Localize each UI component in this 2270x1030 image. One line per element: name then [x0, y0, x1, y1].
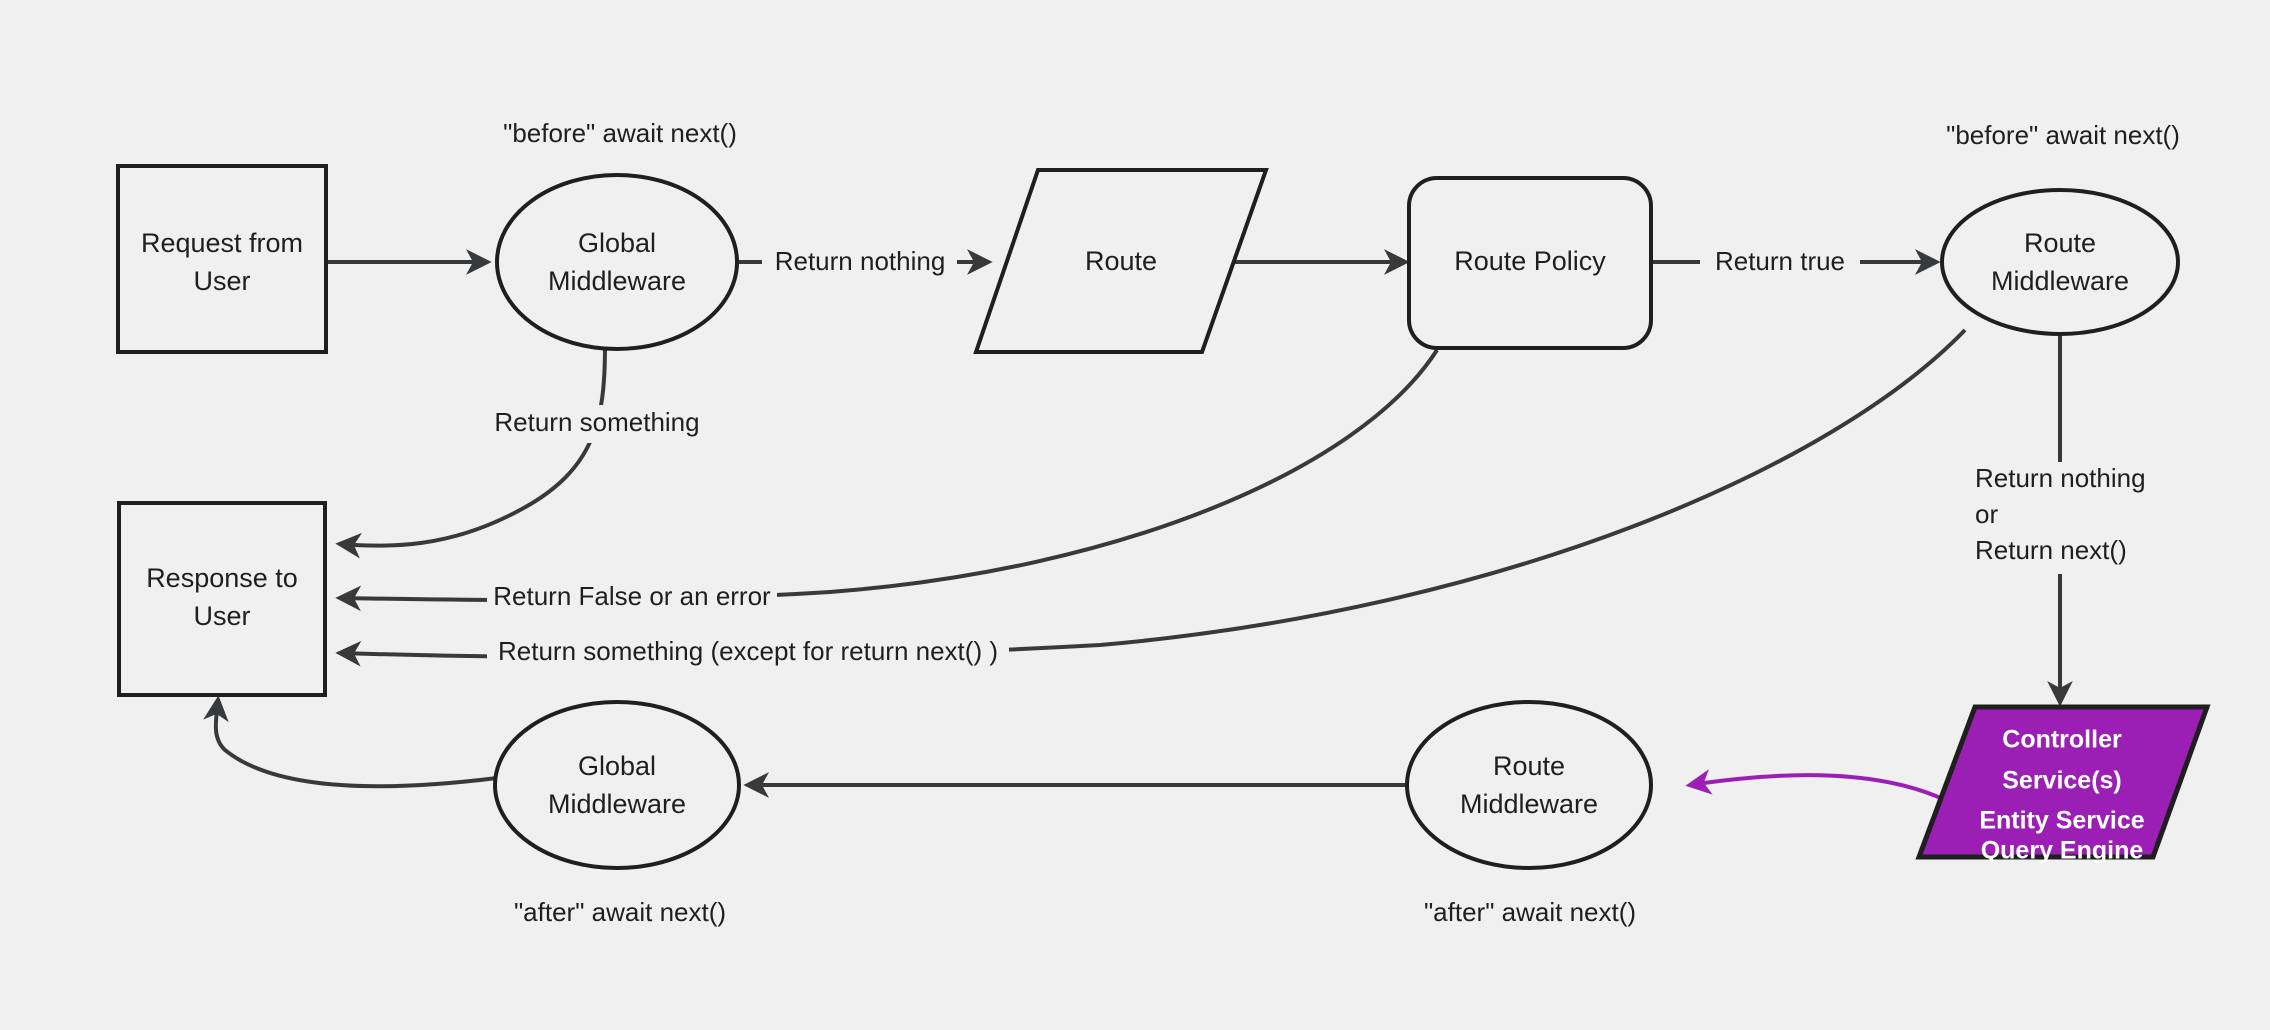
node-controller-label-line1: Controller [2002, 726, 2122, 754]
node-route-middleware-before[interactable] [1940, 188, 2180, 336]
edge-global-middleware-return-something [335, 345, 607, 559]
node-global-middleware-before-label-line1: Global [578, 228, 656, 258]
edge-global-middleware-after-to-response [203, 695, 498, 789]
node-route-middleware-before-label-line2: Middleware [1991, 266, 2129, 296]
edge-label-return-something: Return something [494, 407, 699, 437]
node-controller-label-line4: Query Engine [1981, 837, 2144, 865]
node-request-from-user[interactable] [116, 164, 328, 354]
node-route-policy-label: Route Policy [1454, 246, 1606, 276]
annotation-before-route-middleware: "before" await next() [1946, 120, 2180, 150]
edge-controller-to-route-middleware-after [1685, 769, 1946, 802]
node-route-middleware-after-label-line2: Middleware [1460, 789, 1598, 819]
node-route-middleware-after[interactable] [1405, 700, 1653, 870]
edge-route-policy-return-false [335, 348, 1439, 612]
edge-label-return-true: Return true [1715, 246, 1845, 276]
edge-label-return-nothing: Return nothing [775, 246, 946, 276]
edge-label-return-something-except-bg [487, 635, 1009, 671]
edge-label-return-nothing-bg [762, 245, 957, 280]
node-route[interactable] [973, 168, 1269, 354]
edge-label-return-false-or-error: Return False or an error [493, 581, 771, 611]
edge-label-return-something-except: Return something (except for return next… [498, 636, 998, 666]
node-response-to-user-label-line1: Response to [146, 563, 298, 593]
edge-label-route-mw-out-line2: or [1975, 499, 1998, 529]
node-route-middleware-before-label-line1: Route [2024, 228, 2096, 258]
node-global-middleware-after[interactable] [493, 700, 741, 870]
node-controller-services[interactable] [1915, 704, 2211, 860]
node-response-to-user[interactable] [117, 501, 327, 697]
annotation-after-route-middleware: "after" await next() [1424, 897, 1636, 927]
edge-label-route-mw-out-line3: Return next() [1975, 535, 2127, 565]
node-response-to-user-label-line2: User [193, 601, 250, 631]
edge-label-route-mw-out-line1: Return nothing [1975, 463, 2146, 493]
node-request-from-user-label-line2: User [193, 266, 250, 296]
node-route-label: Route [1085, 246, 1157, 276]
node-global-middleware-before[interactable] [495, 173, 739, 351]
node-controller-label-line2: Service(s) [2002, 767, 2122, 795]
edge-label-route-mw-out-bg [1962, 462, 2167, 574]
node-route-policy[interactable] [1407, 176, 1653, 350]
edge-label-return-false-bg [487, 580, 777, 616]
edge-label-return-something-bg [485, 405, 705, 443]
node-global-middleware-after-label-line1: Global [578, 751, 656, 781]
node-route-middleware-after-label-line1: Route [1493, 751, 1565, 781]
node-global-middleware-after-label-line2: Middleware [548, 789, 686, 819]
node-controller-label-line3: Entity Service [1979, 807, 2144, 835]
annotation-before-global-middleware: "before" await next() [503, 118, 737, 148]
node-global-middleware-before-label-line2: Middleware [548, 266, 686, 296]
edge-label-return-true-bg [1700, 245, 1860, 280]
annotation-after-global-middleware: "after" await next() [514, 897, 726, 927]
node-request-from-user-label-line1: Request from [141, 228, 303, 258]
